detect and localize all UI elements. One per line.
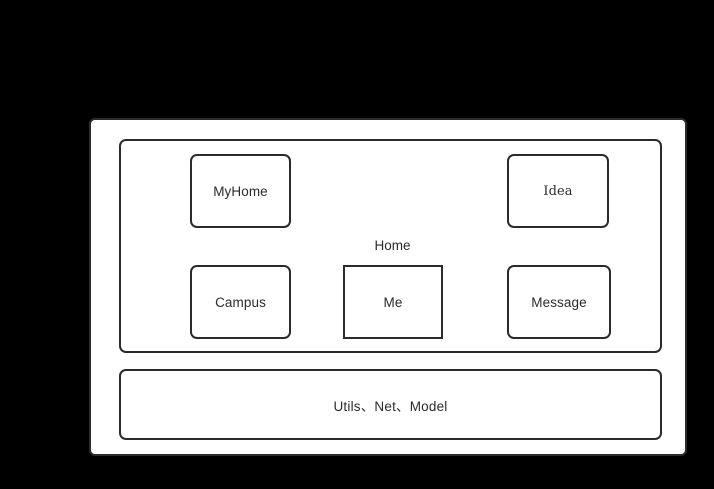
foundation-layer-container[interactable]: Utils、Net、Model <box>119 369 662 440</box>
home-layer-label: Home <box>374 238 411 253</box>
module-box-message[interactable]: Message <box>507 265 611 339</box>
module-label-campus: Campus <box>215 294 266 310</box>
app-architecture-panel: MyHome Idea Home Campus Me Message Utils… <box>89 118 687 456</box>
module-label-idea: Idea <box>543 183 573 199</box>
module-box-myhome[interactable]: MyHome <box>190 154 291 228</box>
module-box-campus[interactable]: Campus <box>190 265 291 339</box>
module-label-myhome: MyHome <box>213 183 268 199</box>
module-box-me[interactable]: Me <box>343 265 443 339</box>
foundation-layer-label: Utils、Net、Model <box>333 398 448 414</box>
module-label-message: Message <box>531 294 587 310</box>
home-layer-container: MyHome Idea Home Campus Me Message <box>119 139 662 353</box>
module-label-me: Me <box>383 294 403 310</box>
module-box-idea[interactable]: Idea <box>507 154 609 228</box>
